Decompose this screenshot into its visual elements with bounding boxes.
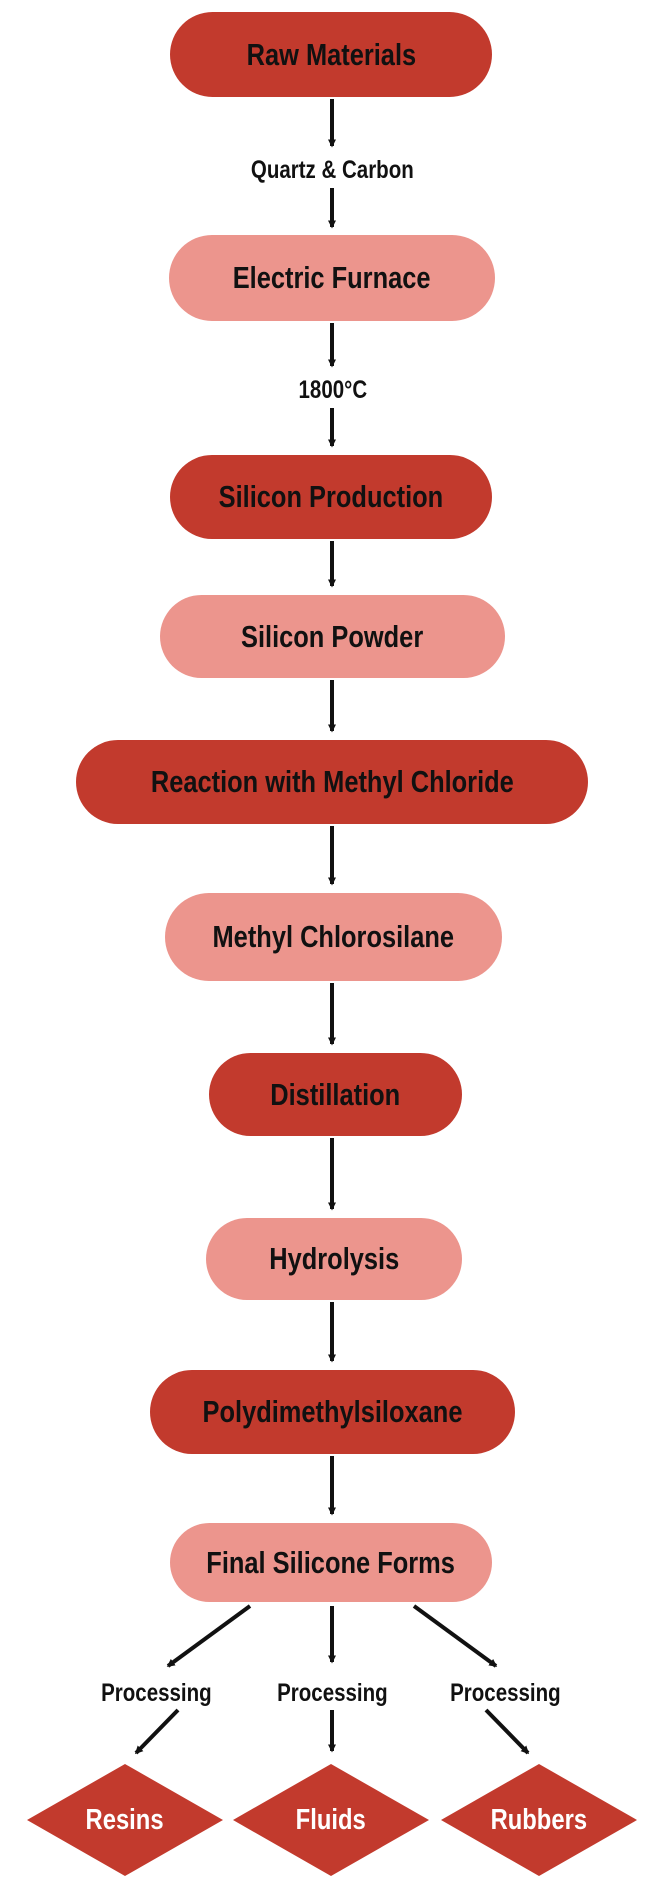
edge-label-processing-center-text: Processing bbox=[276, 1679, 388, 1707]
edge-label-processing-right: Processing bbox=[415, 1679, 595, 1708]
node-silicon-powder: Silicon Powder bbox=[160, 595, 505, 678]
arrow-processing-to-resins bbox=[134, 1708, 180, 1755]
node-electric-furnace-label: Electric Furnace bbox=[233, 260, 431, 295]
terminal-rubbers: Rubbers bbox=[441, 1764, 637, 1876]
node-hydrolysis-label: Hydrolysis bbox=[269, 1241, 399, 1276]
edge-label-processing-left: Processing bbox=[66, 1679, 246, 1708]
node-reaction-with-methyl-chloride-label: Reaction with Methyl Chloride bbox=[150, 764, 514, 799]
arrow-processing-to-rubbers bbox=[484, 1708, 530, 1755]
edge-label-processing-left-text: Processing bbox=[100, 1679, 212, 1707]
node-reaction-with-methyl-chloride: Reaction with Methyl Chloride bbox=[76, 740, 588, 824]
edge-label-temperature: 1800°C bbox=[0, 376, 665, 405]
terminal-fluids: Fluids bbox=[233, 1764, 429, 1876]
node-electric-furnace: Electric Furnace bbox=[169, 235, 495, 321]
edge-label-processing-right-text: Processing bbox=[449, 1679, 561, 1707]
node-silicon-production-label: Silicon Production bbox=[218, 479, 444, 514]
node-silicon-powder-label: Silicon Powder bbox=[241, 618, 424, 654]
edge-label-processing-center: Processing bbox=[242, 1679, 422, 1708]
node-methyl-chlorosilane: Methyl Chlorosilane bbox=[165, 893, 502, 981]
arrow-final-to-processing-right bbox=[412, 1604, 498, 1668]
arrow-final-to-processing-left bbox=[166, 1604, 252, 1668]
node-silicon-production: Silicon Production bbox=[170, 455, 492, 539]
node-polydimethylsiloxane: Polydimethylsiloxane bbox=[150, 1370, 515, 1454]
node-raw-materials: Raw Materials bbox=[170, 12, 492, 97]
terminal-resins-label: Resins bbox=[85, 1803, 164, 1836]
node-methyl-chlorosilane-label: Methyl Chlorosilane bbox=[212, 919, 455, 954]
node-raw-materials-label: Raw Materials bbox=[246, 36, 416, 72]
edge-label-temperature-text: 1800°C bbox=[298, 376, 367, 404]
edge-label-quartz-carbon: Quartz & Carbon bbox=[0, 156, 665, 185]
node-final-silicone-forms-label: Final Silicone Forms bbox=[206, 1544, 456, 1580]
node-final-silicone-forms: Final Silicone Forms bbox=[170, 1523, 492, 1602]
node-hydrolysis: Hydrolysis bbox=[206, 1218, 462, 1300]
edge-label-quartz-carbon-text: Quartz & Carbon bbox=[251, 156, 414, 184]
terminal-resins: Resins bbox=[27, 1764, 223, 1876]
node-distillation-label: Distillation bbox=[270, 1076, 401, 1112]
node-polydimethylsiloxane-label: Polydimethylsiloxane bbox=[202, 1394, 463, 1429]
terminal-rubbers-label: Rubbers bbox=[490, 1803, 588, 1836]
node-distillation: Distillation bbox=[209, 1053, 462, 1136]
terminal-fluids-label: Fluids bbox=[295, 1803, 367, 1836]
